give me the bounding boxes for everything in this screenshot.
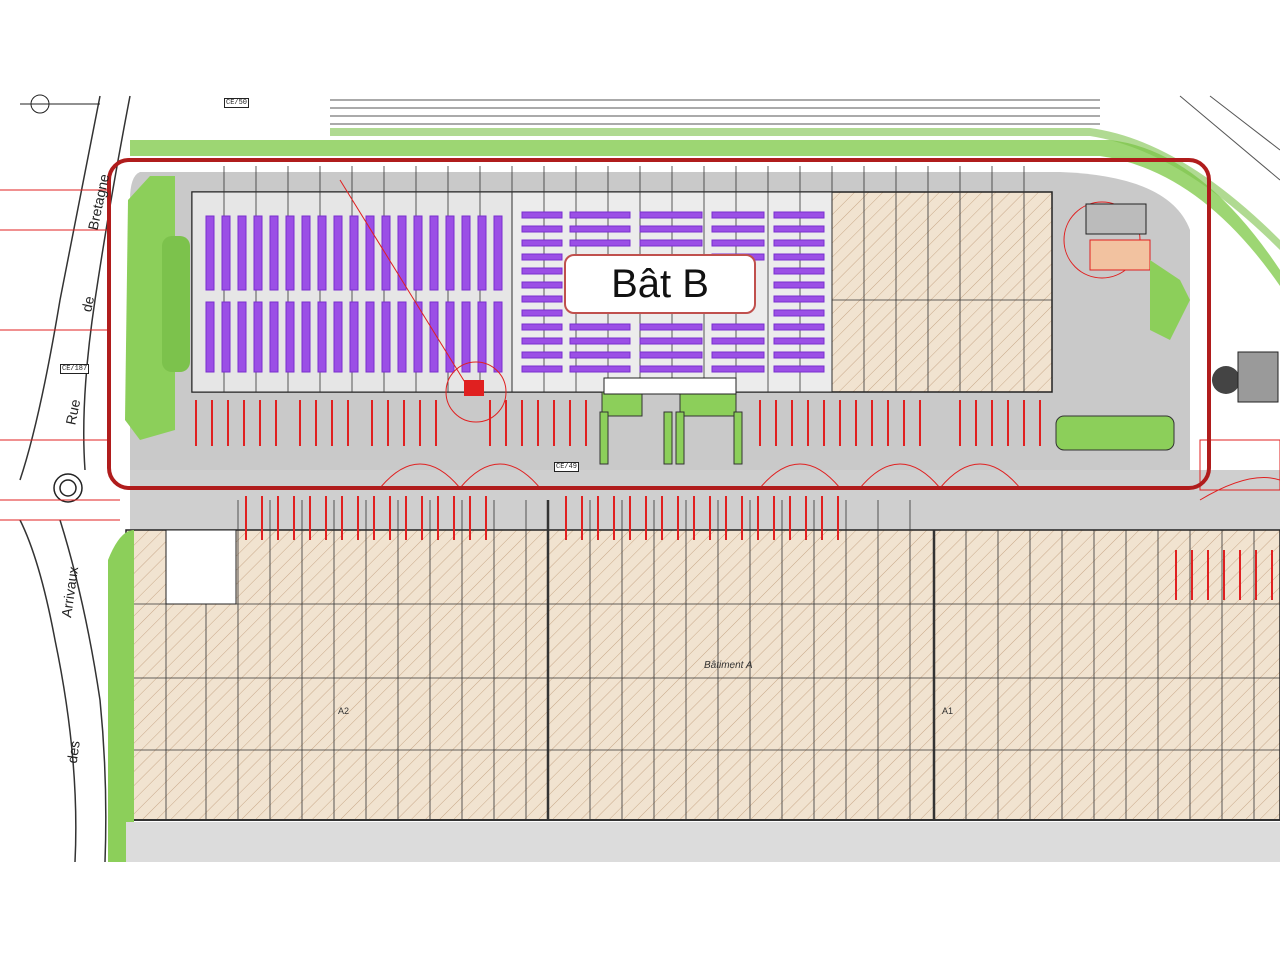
roundabout [53,473,83,503]
street-label-de: de [78,294,98,314]
south-road [126,822,1280,862]
west-green-island [162,236,190,372]
left-red-lines [0,189,120,521]
street-label-des: des [63,739,83,765]
building-b-callout-label: Bât B [611,261,709,306]
central-road [130,470,1280,530]
parking-blocks-east [521,211,825,373]
tag-ce187: CE/187 [60,364,90,374]
building-a-office [165,529,237,605]
building-b-dock-markings [195,400,1041,446]
building-b-callout: Bât B [564,254,756,314]
dock-office [603,377,737,395]
cell-a1-label: A1 [942,706,954,716]
parking-blocks-west [205,215,503,373]
northeast-facilities [1063,201,1279,403]
east-parking-lines [1199,439,1280,491]
north-arrow-icon [20,94,100,114]
tag-ce49: CE/49 [554,462,580,472]
building-b-highlight [107,158,1211,490]
west-green-edge [108,530,134,862]
west-green-strip [125,176,175,440]
left-streets [19,95,131,863]
building-a-footprint [125,529,1280,821]
road-arcs [379,463,1280,501]
building-a-dock-markings [245,496,1273,600]
access-marker [339,179,507,423]
building-a-label: Bâtiment A [704,660,753,671]
building-a-grid [126,500,1280,821]
top-rail-lines [330,95,1280,181]
north-green-band [130,140,1280,286]
tag-ce50: CE/50 [224,98,250,108]
cell-a2-label: A2 [338,706,350,716]
